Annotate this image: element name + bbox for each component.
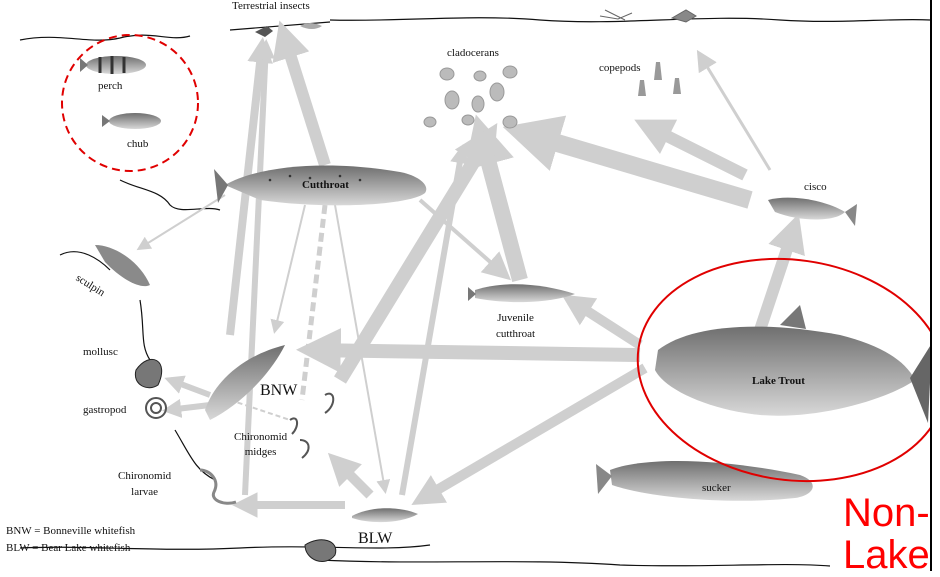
arrow-laketrout-to-bnw [310,350,640,355]
label-blw: BLW [358,530,392,548]
legend-bnw: BNW = Bonneville whitefish [6,525,135,537]
arrow-blw-to-midges [335,460,370,495]
arrow-bnw-to-midges-dashed [230,400,290,420]
label-lake-trout: Lake Trout [752,375,805,387]
arrow-cutthroat-to-sculpin [140,195,225,248]
label-juvenile-cutthroat: Juvenile cutthroat [496,310,535,342]
native-fish-highlight [62,35,198,171]
organism-sculpin [95,245,150,286]
organism-gastropod [146,398,166,418]
label-chironomid-midges: Chironomid midges [234,430,287,460]
arrow-cutthroat-to-midges-dashed [302,205,325,400]
label-bnw: BNW [260,382,297,400]
organism-juvenile-cutthroat [468,284,575,302]
organism-bottom-mollusc [305,540,336,562]
overlay-text-line1: Non- [843,493,930,533]
slide-edge-border [930,0,940,571]
arrow-cutthroat-to-bnw [275,205,305,330]
organism-cisco [768,198,857,226]
organism-chub [102,113,161,129]
arrow-blw-to-cladocerans [402,150,462,495]
label-perch: perch [98,80,122,92]
arrow-laketrout-to-blw [420,368,645,500]
label-copepods: copepods [599,62,641,74]
organism-sucker [596,461,813,501]
arrow-bnw-to-gastropod [168,405,210,410]
arrow-laketrout-to-cisco [760,225,795,330]
arrow-laketrout-to-juvcut [570,300,640,345]
organism-cladocerans [424,66,517,128]
label-mollusc: mollusc [83,346,118,358]
label-cladocerans: cladocerans [447,47,499,59]
organism-copepods [638,62,681,96]
label-terrestrial-insects: Terrestrial insects [232,0,310,12]
arrow-cutthroat-to-insects [283,32,325,165]
overlay-text-line2: Lake [843,535,930,575]
label-cisco: cisco [804,181,827,193]
organism-mollusc [135,359,161,387]
organism-blw [352,508,418,522]
label-cutthroat: Cutthroat [302,179,349,191]
organism-lake-trout [655,305,932,423]
legend-blw: BLW = Bear Lake whitefish [6,542,130,554]
organism-chironomid-midges [290,394,333,458]
label-chub: chub [127,138,148,150]
organism-perch [80,56,146,74]
label-gastropod: gastropod [83,404,126,416]
organism-chironomid-larvae [200,470,236,503]
label-chironomid-larvae: Chironomid larvae [118,468,171,500]
arrow-bnw-to-mollusc [170,380,210,395]
label-sucker: sucker [702,482,731,494]
